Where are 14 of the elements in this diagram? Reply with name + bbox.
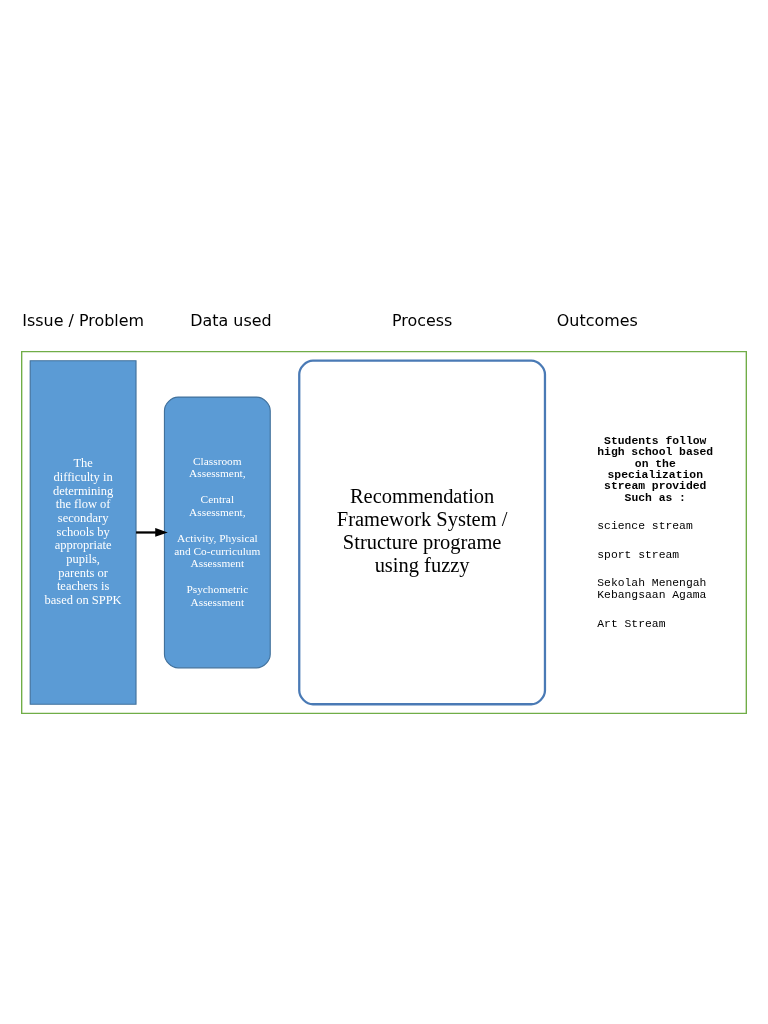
- arrow: [136, 528, 168, 537]
- node-box: Classroom Assessment, Central Assessment, Activity, Physical and Co-curriculum Assessment Psychometric Assessment: [163, 396, 271, 669]
- label: Issue / Problem: [22, 311, 144, 331]
- label: Process: [391, 311, 453, 331]
- label: sport stream: [597, 548, 680, 561]
- label: Art Stream: [597, 617, 666, 630]
- label: Data used: [190, 311, 272, 331]
- node-box: The difficulty in determining the flow of secondary schools by appropriate pupils, parents or teachers is based on SPPK: [29, 360, 137, 705]
- label: Sekolah Menengah Kebangsaan Agama: [597, 576, 707, 602]
- label: science stream: [597, 520, 693, 533]
- label: Students follow high school based on the specialization stream provided Such as :: [597, 434, 714, 504]
- cluster: [21, 350, 747, 715]
- label: Outcomes: [556, 311, 638, 331]
- node-box: Recommendation Framework System / Structure programe using fuzzy: [298, 359, 547, 706]
